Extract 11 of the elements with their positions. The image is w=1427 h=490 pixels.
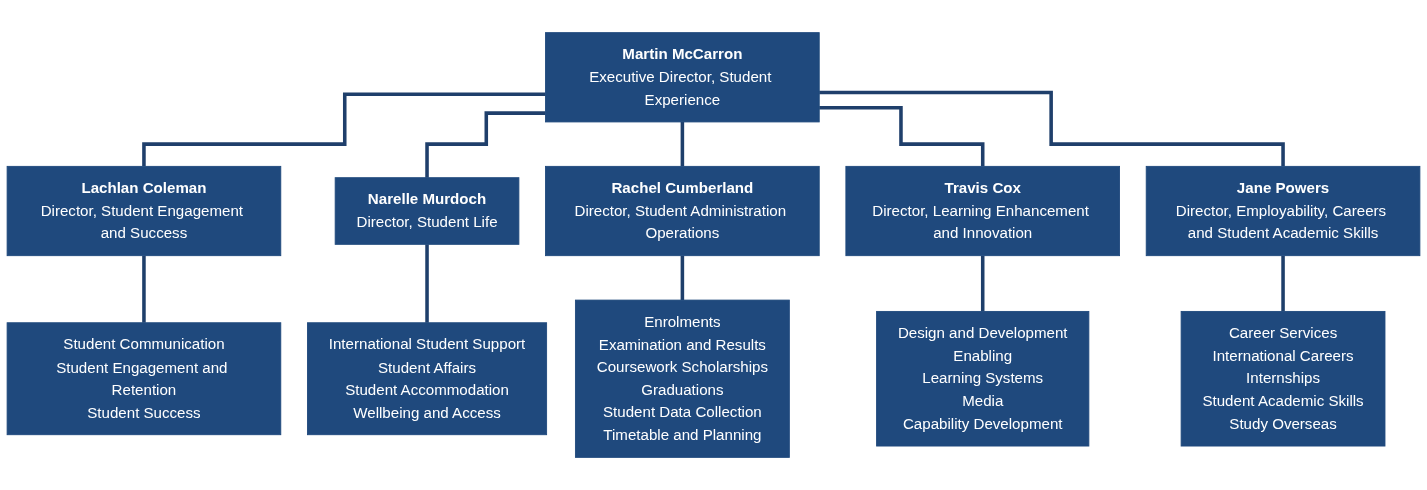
node-box: Lachlan Coleman Director, Student Engagement and Success xyxy=(6,165,282,257)
node-box: Enrolments Examination and Results Coursework Scholarships Graduations Student Data Collection Timetable and Planning xyxy=(575,299,790,458)
node-box: Jane Powers Director, Employability, Careers and Student Academic Skills xyxy=(1145,165,1421,257)
node-box: Rachel Cumberland Director, Student Administration Operations xyxy=(545,165,820,257)
node-box: Career Services International Careers Internships Student Academic Skills Study Overseas xyxy=(1180,310,1386,447)
node-box: International Student Support Student Affairs Student Accommodation Wellbeing and Access xyxy=(307,322,548,436)
node-box: Student Communication Student Engagement and Retention Student Success xyxy=(6,322,282,436)
node-box: Martin McCarron Executive Director, Student Experience xyxy=(545,32,820,123)
node-box: Travis Cox Director, Learning Enhancement and Innovation xyxy=(845,165,1120,257)
node-box: Design and Development Enabling Learning Systems Media Capability Development xyxy=(876,310,1090,447)
node-box: Narelle Murdoch Director, Student Life xyxy=(334,177,520,245)
